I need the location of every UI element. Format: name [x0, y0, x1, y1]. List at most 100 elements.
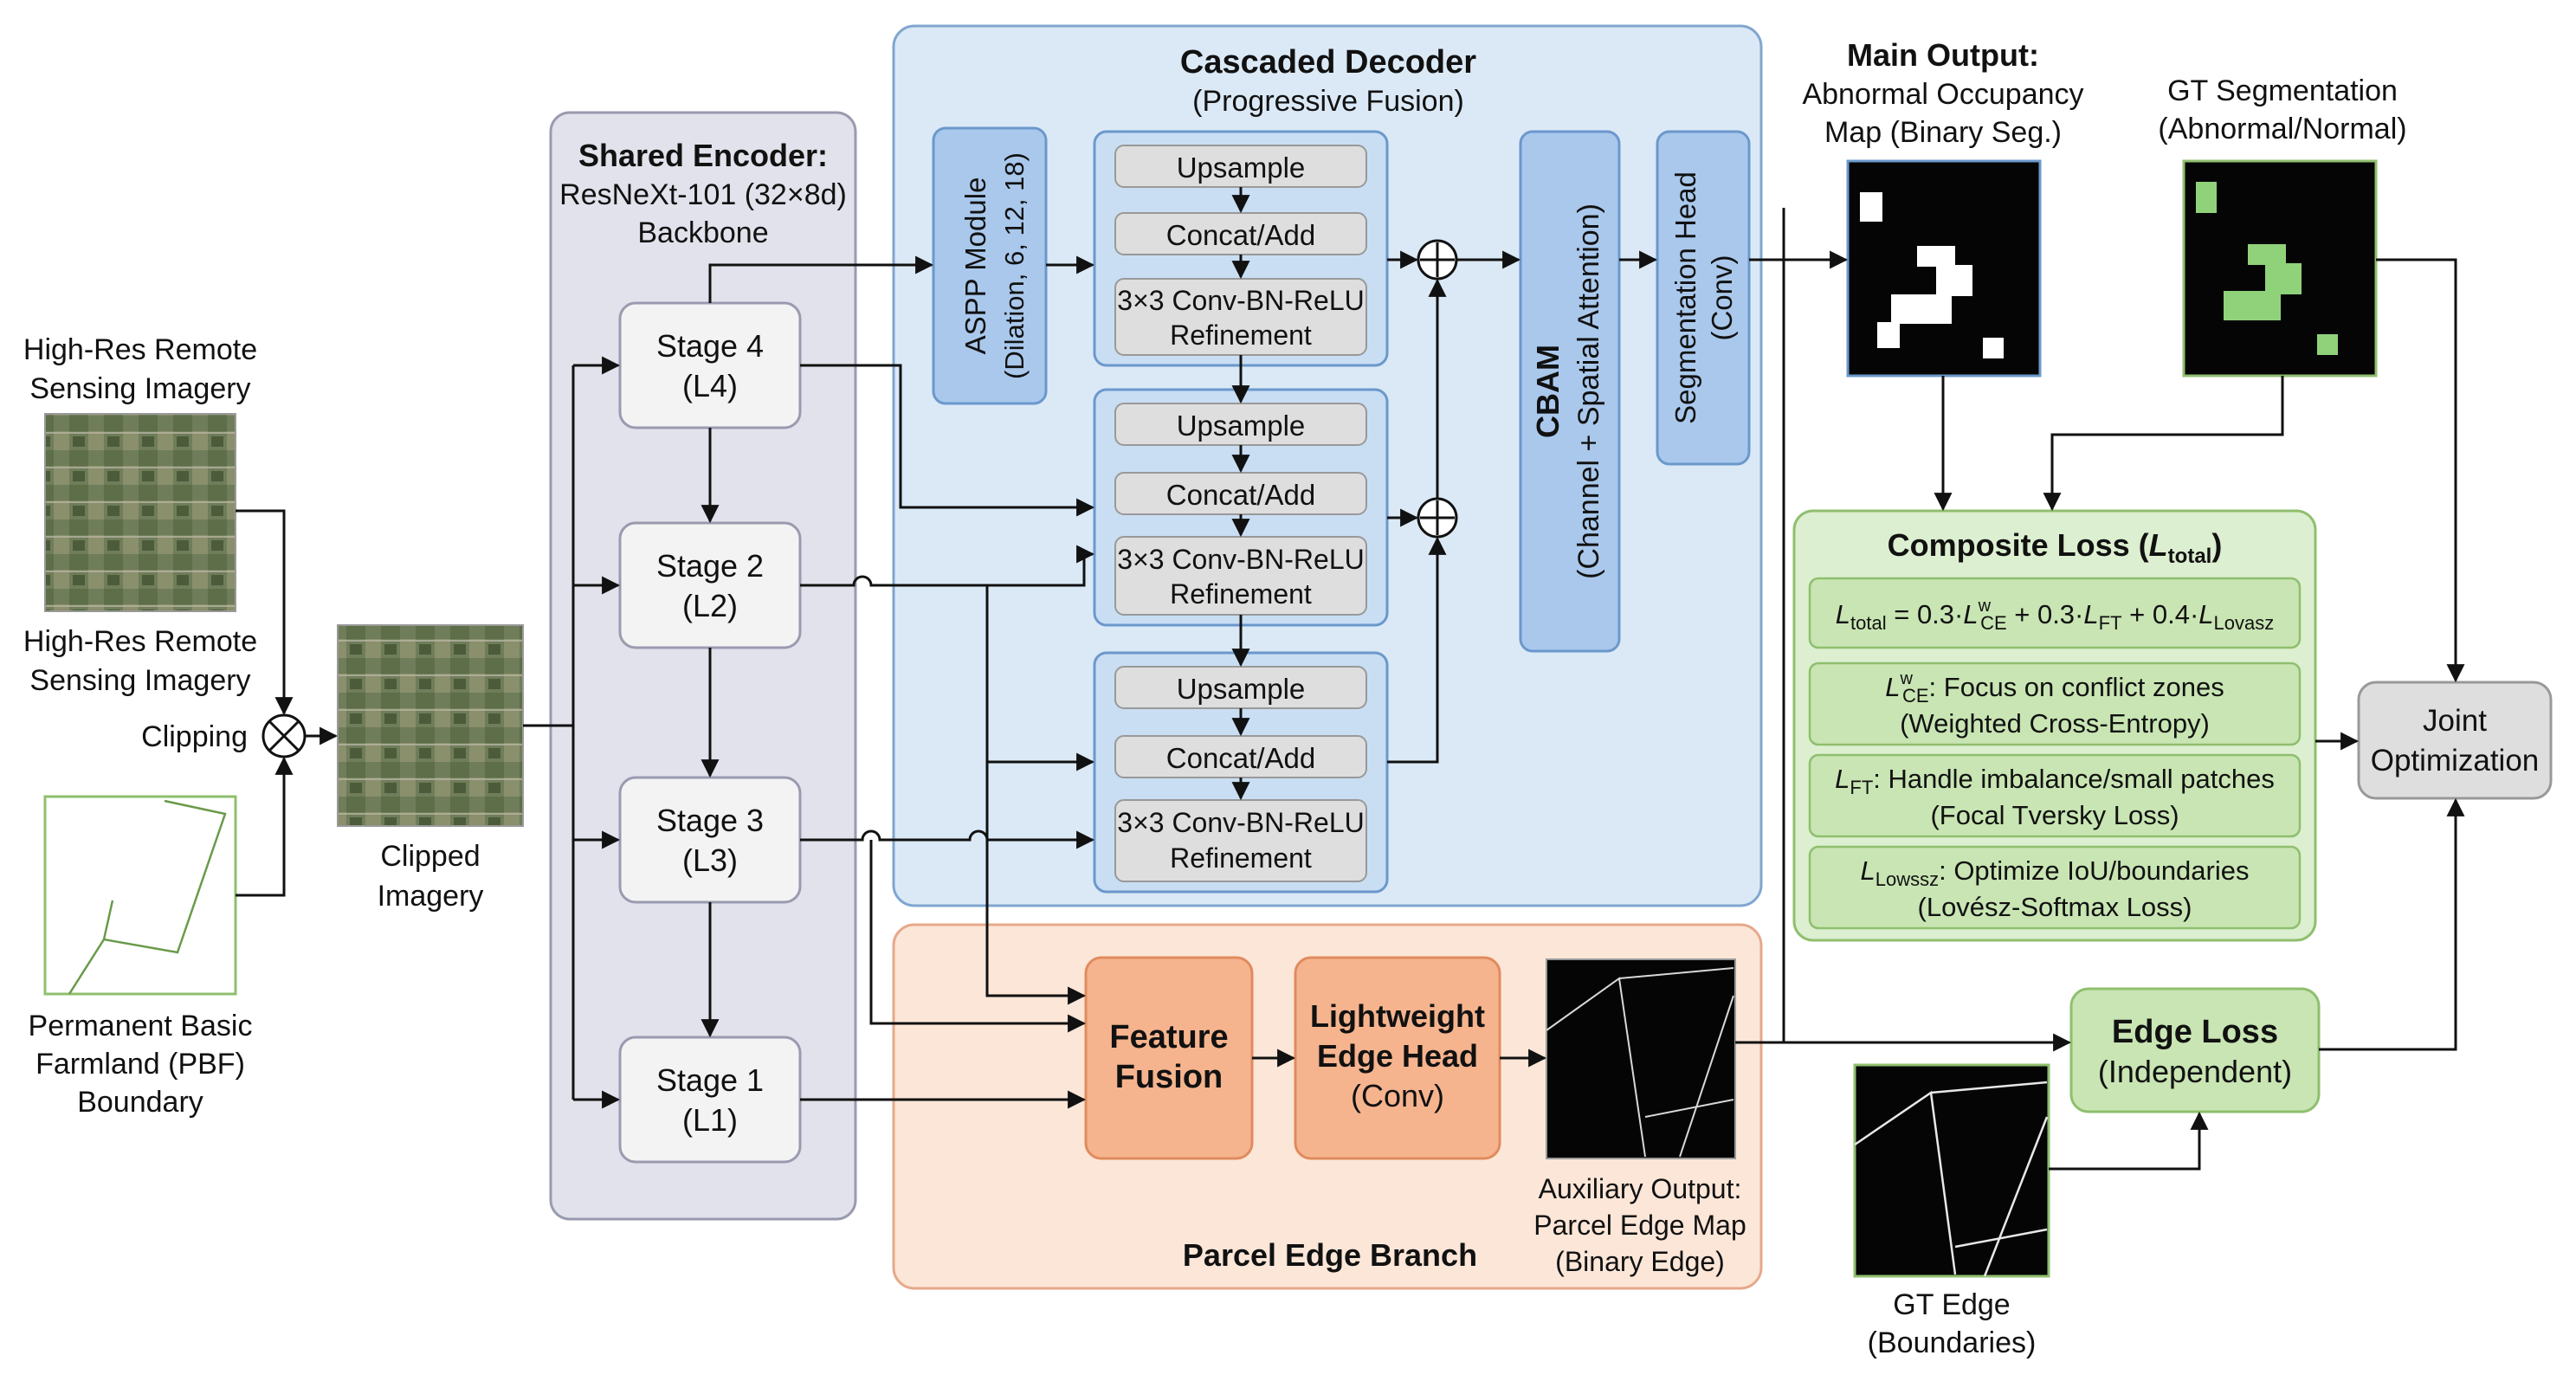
- svg-text:Optimization: Optimization: [2371, 744, 2540, 778]
- svg-text:LFT: Handle imbalance/small pa: LFT: Handle imbalance/small patches: [1835, 764, 2275, 798]
- pbf-label-1: Permanent Basic: [29, 1010, 253, 1042]
- decoder-block-2: Upsample Concat/Add 3×3 Conv-BN-ReLU Ref…: [1093, 388, 1389, 627]
- svg-text:Concat/Add: Concat/Add: [1166, 479, 1315, 511]
- stage-3-box: Stage 3 (L3): [618, 776, 802, 904]
- loss-item-lovasz: LLowssz: Optimize IoU/boundaries (Lovész…: [1808, 845, 2302, 930]
- loss-item-focal-tversky: LFT: Handle imbalance/small patches (Foc…: [1808, 753, 2302, 838]
- svg-text:Upsample: Upsample: [1177, 673, 1306, 705]
- svg-text:(Conv): (Conv): [1351, 1078, 1444, 1113]
- clipped-label-1: Clipped: [380, 840, 480, 873]
- main-output-sub-1: Abnormal Occupancy: [1802, 78, 2083, 111]
- encoder-title: Shared Encoder:: [578, 138, 828, 173]
- hr-image-label-1: High-Res Remote: [23, 333, 257, 366]
- pbf-label-3: Boundary: [77, 1086, 203, 1119]
- svg-text:ASPP Module: ASPP Module: [959, 177, 991, 355]
- decoder-block-1: Upsample Concat/Add 3×3 Conv-BN-ReLU Ref…: [1093, 130, 1389, 367]
- svg-text:(Lovész-Softmax Loss): (Lovész-Softmax Loss): [1918, 892, 2192, 922]
- sum-node-icon: [1417, 239, 1458, 281]
- main-output-map-image: [1846, 159, 2042, 378]
- svg-text:LLowssz: Optimize IoU/boundari: LLowssz: Optimize IoU/boundaries: [1860, 855, 2249, 890]
- gt-edge-image: [1853, 1063, 2050, 1278]
- feature-fusion-box: Feature Fusion: [1084, 956, 1254, 1160]
- svg-text:Stage 4: Stage 4: [656, 328, 764, 364]
- hr-caption-2: Sensing Imagery: [29, 664, 250, 697]
- edge-loss-box: Edge Loss (Independent): [2069, 987, 2321, 1113]
- joint-optimization-box: Joint Optimization: [2357, 681, 2553, 800]
- svg-text:Upsample: Upsample: [1177, 152, 1306, 184]
- stage-2-box: Stage 2 (L2): [618, 521, 802, 649]
- svg-text:Edge Loss: Edge Loss: [2112, 1014, 2278, 1050]
- svg-text:(Independent): (Independent): [2098, 1054, 2292, 1089]
- encoder-subtitle-2: Backbone: [637, 216, 768, 249]
- svg-text:(L2): (L2): [682, 588, 738, 623]
- clipping-label: Clipping: [141, 720, 248, 753]
- svg-text:(Conv): (Conv): [1706, 255, 1738, 340]
- main-output-title: Main Output:: [1847, 37, 2039, 73]
- clipping-operator-icon: [261, 713, 307, 758]
- svg-text:(Dilation, 6, 12, 18): (Dilation, 6, 12, 18): [999, 152, 1030, 379]
- svg-text:CBAM: CBAM: [1530, 345, 1566, 438]
- svg-text:Upsample: Upsample: [1177, 410, 1306, 442]
- edge-branch-title: Parcel Edge Branch: [1183, 1237, 1477, 1273]
- svg-text:Edge Head: Edge Head: [1317, 1038, 1478, 1074]
- svg-text:Concat/Add: Concat/Add: [1166, 742, 1315, 774]
- svg-text:Stage 1: Stage 1: [656, 1062, 764, 1098]
- svg-text:(Channel + Spatial Attention): (Channel + Spatial Attention): [1572, 203, 1605, 579]
- decoder-title: Cascaded Decoder: [1180, 44, 1476, 81]
- svg-text:Stage 3: Stage 3: [656, 803, 764, 838]
- svg-text:Refinement: Refinement: [1170, 319, 1312, 351]
- encoder-subtitle-1: ResNeXt-101 (32×8d): [559, 178, 847, 211]
- svg-text:Segmentation Head: Segmentation Head: [1669, 171, 1701, 424]
- gt-segmentation-title-2: (Abnormal/Normal): [2158, 113, 2406, 145]
- hr-remote-sensing-image: [44, 413, 236, 612]
- cbam-box: CBAM (Channel + Spatial Attention): [1519, 130, 1621, 653]
- parcel-edge-map-image: [1546, 958, 1736, 1159]
- hr-image-label-2: Sensing Imagery: [29, 372, 250, 405]
- gt-edge-title-1: GT Edge: [1893, 1288, 2010, 1321]
- segmentation-head-box: Segmentation Head (Conv): [1656, 130, 1751, 466]
- aspp-module-box: ASPP Module (Dilation, 6, 12, 18): [932, 126, 1048, 405]
- connector-arrows: [236, 208, 2465, 1171]
- svg-text:3×3 Conv-BN-ReLU: 3×3 Conv-BN-ReLU: [1117, 285, 1364, 316]
- svg-text:(L3): (L3): [682, 842, 738, 878]
- aux-output-label-2: Parcel Edge Map: [1533, 1210, 1746, 1241]
- clipped-imagery-image: [337, 624, 524, 827]
- pbf-label-2: Farmland (PBF): [36, 1048, 245, 1081]
- aux-output-label-3: (Binary Edge): [1555, 1246, 1725, 1277]
- gt-segmentation-image: [2182, 159, 2378, 378]
- composite-loss-title: Composite Loss (Ltotal): [1888, 527, 2223, 568]
- svg-text:Refinement: Refinement: [1170, 578, 1312, 610]
- sum-node-icon: [1417, 497, 1458, 539]
- svg-text:(Focal Tversky Loss): (Focal Tversky Loss): [1930, 800, 2179, 830]
- svg-text:3×3 Conv-BN-ReLU: 3×3 Conv-BN-ReLU: [1117, 544, 1364, 575]
- pbf-boundary-image: [43, 795, 237, 996]
- svg-text:Concat/Add: Concat/Add: [1166, 219, 1315, 251]
- svg-text:Stage 2: Stage 2: [656, 548, 764, 584]
- svg-text:(L4): (L4): [682, 368, 738, 403]
- stage-1-box: Stage 1 (L1): [618, 1036, 802, 1164]
- stage-4-box: Stage 4 (L4): [618, 301, 802, 429]
- lightweight-edge-head-box: Lightweight Edge Head (Conv): [1294, 956, 1501, 1160]
- hr-caption-1: High-Res Remote: [23, 625, 257, 658]
- clipped-label-2: Imagery: [378, 880, 484, 913]
- decoder-subtitle: (Progressive Fusion): [1192, 85, 1464, 118]
- svg-text:Feature: Feature: [1109, 1019, 1228, 1055]
- gt-segmentation-title-1: GT Segmentation: [2167, 74, 2398, 107]
- svg-text:(Weighted Cross-Entropy): (Weighted Cross-Entropy): [1900, 708, 2210, 739]
- svg-text:Fusion: Fusion: [1115, 1059, 1223, 1095]
- main-output-sub-2: Map (Binary Seg.): [1824, 116, 2062, 149]
- svg-text:Refinement: Refinement: [1170, 842, 1312, 874]
- gt-edge-title-2: (Boundaries): [1868, 1326, 2037, 1359]
- decoder-block-3: Upsample Concat/Add 3×3 Conv-BN-ReLU Ref…: [1093, 651, 1389, 894]
- svg-text:Lightweight: Lightweight: [1310, 998, 1485, 1034]
- aux-output-label-1: Auxiliary Output:: [1539, 1173, 1742, 1204]
- svg-text:3×3 Conv-BN-ReLU: 3×3 Conv-BN-ReLU: [1117, 807, 1364, 838]
- svg-text:Joint: Joint: [2423, 704, 2487, 738]
- svg-text:(L1): (L1): [682, 1102, 738, 1138]
